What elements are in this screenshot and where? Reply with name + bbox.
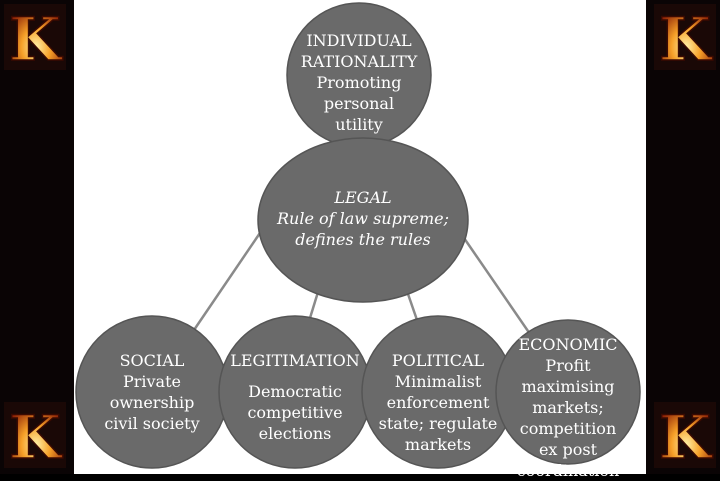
node-body-line: Promoting — [316, 73, 402, 92]
diagram-svg — [75, 2, 641, 469]
k-logo-icon: K — [654, 402, 716, 468]
node-title: RATIONALITY — [300, 52, 418, 71]
connector-legitimation — [308, 291, 320, 319]
node-body-line: enforcement — [386, 393, 490, 412]
node-body-line: utility — [335, 115, 383, 134]
node-title: POLITICAL — [391, 351, 485, 370]
node-individual-rationality-text: INDIVIDUAL RATIONALITY Promoting persona… — [289, 30, 429, 135]
left-sidebar — [0, 0, 74, 474]
node-body-line: competition — [519, 419, 617, 438]
node-legitimation-text: LEGITIMATION Democratic competitive elec… — [225, 350, 365, 444]
node-title: INDIVIDUAL — [306, 31, 412, 50]
k-logo-icon: K — [654, 4, 716, 70]
k-logo-icon: K — [4, 402, 66, 468]
node-body-line: competitive — [247, 403, 343, 422]
node-title: ECONOMIC — [518, 335, 618, 354]
node-body-line: defines the rules — [295, 230, 431, 249]
right-sidebar — [646, 0, 720, 474]
node-economic — [495, 319, 641, 465]
node-political-text: POLITICAL Minimalist enforcement state; … — [368, 350, 508, 455]
node-legal — [257, 137, 469, 303]
node-legal-text: LEGAL Rule of law supreme; defines the r… — [273, 187, 453, 250]
node-body-line: markets; — [532, 398, 604, 417]
k-logo-icon: K — [4, 4, 66, 70]
node-title: SOCIAL — [119, 351, 185, 370]
node-body-line: Private — [122, 372, 181, 391]
node-economic-text: ECONOMIC Profit maximising markets; comp… — [498, 334, 638, 481]
node-body-line: ownership — [109, 393, 195, 412]
svg-text:K: K — [9, 403, 63, 468]
node-body-line: civil society — [104, 414, 200, 433]
svg-text:K: K — [659, 403, 713, 468]
node-title: LEGAL — [334, 188, 392, 207]
node-body-line: state; regulate — [378, 414, 498, 433]
svg-text:K: K — [659, 5, 713, 70]
node-body-line: markets — [404, 435, 472, 454]
node-body-line: Minimalist — [394, 372, 482, 391]
node-body-line: Rule of law supreme; — [276, 209, 449, 228]
node-title: LEGITIMATION — [230, 351, 360, 370]
diagram-canvas: INDIVIDUAL RATIONALITY Promoting persona… — [74, 0, 646, 480]
node-body-line: Profit maximising — [521, 356, 615, 396]
connector-economic — [462, 237, 532, 335]
node-body-line: Democratic — [248, 382, 342, 401]
svg-text:K: K — [9, 5, 63, 70]
node-body-line: personal — [323, 94, 395, 113]
node-body-line: elections — [258, 424, 332, 443]
connector-social — [192, 229, 264, 331]
node-body-line: ex post — [538, 440, 598, 459]
node-social-text: SOCIAL Private ownership civil society — [82, 350, 222, 434]
connector-political — [406, 293, 419, 321]
node-body-line: coordination — [516, 461, 620, 480]
